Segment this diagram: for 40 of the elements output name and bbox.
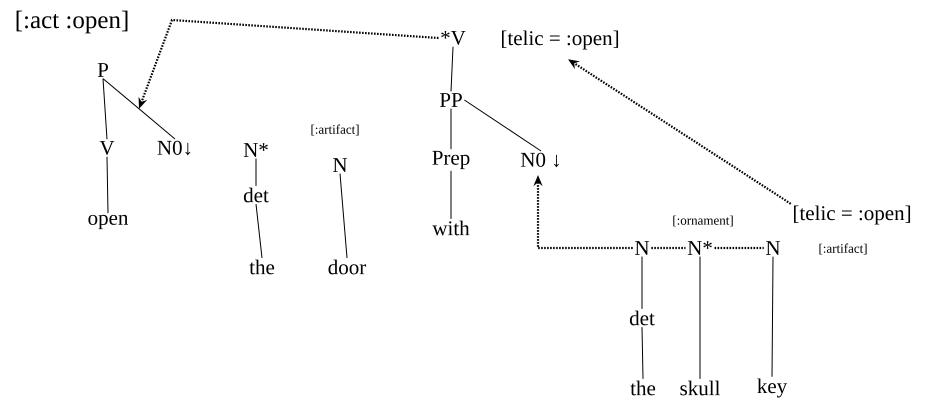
tree-label: key xyxy=(757,378,788,398)
tree-label: P xyxy=(98,63,108,77)
tree-label: N* xyxy=(244,143,268,157)
feature-label: [:artifact] xyxy=(311,124,359,136)
tree-label: N* xyxy=(688,241,712,255)
tree-label: PP xyxy=(440,93,462,107)
tree-label: *V xyxy=(441,30,466,46)
tree-line xyxy=(340,173,348,258)
tree-line xyxy=(464,100,542,152)
feature-label: [:act :open] xyxy=(16,10,128,34)
tree-label: open xyxy=(88,214,128,230)
tree-line xyxy=(450,108,452,150)
tree-line xyxy=(642,326,644,380)
tree-line xyxy=(256,204,262,258)
tree-label: det xyxy=(244,188,269,202)
tree-label: N xyxy=(766,241,780,255)
tree-line xyxy=(102,78,176,140)
tree-line xyxy=(106,156,108,214)
feature-label: [telic = :open] xyxy=(794,205,910,225)
tree-label: skull xyxy=(680,380,720,396)
tree-label: N0↓ xyxy=(158,140,190,156)
tree-line xyxy=(450,170,452,220)
feature-label: [:ornament] xyxy=(673,216,733,226)
tree-label: N0 ↓ xyxy=(520,152,559,168)
tree-line xyxy=(102,78,108,140)
tree-line xyxy=(772,256,774,378)
tree-label: with xyxy=(432,220,470,236)
dotted-line xyxy=(714,246,764,250)
tree-label: N xyxy=(333,158,348,172)
feature-label: [:artifact] xyxy=(819,244,867,254)
tree-label: det xyxy=(630,310,655,326)
tree-label: N xyxy=(635,241,650,255)
feature-label: [telic = :open] xyxy=(502,30,618,50)
tree-label: the xyxy=(249,260,274,274)
tree-label: door xyxy=(328,260,366,274)
tree-line xyxy=(450,46,454,92)
tree-label: Prep xyxy=(432,150,470,170)
tree-label: V xyxy=(100,140,114,156)
dotted-line xyxy=(651,246,686,250)
tree-label: the xyxy=(630,380,656,396)
